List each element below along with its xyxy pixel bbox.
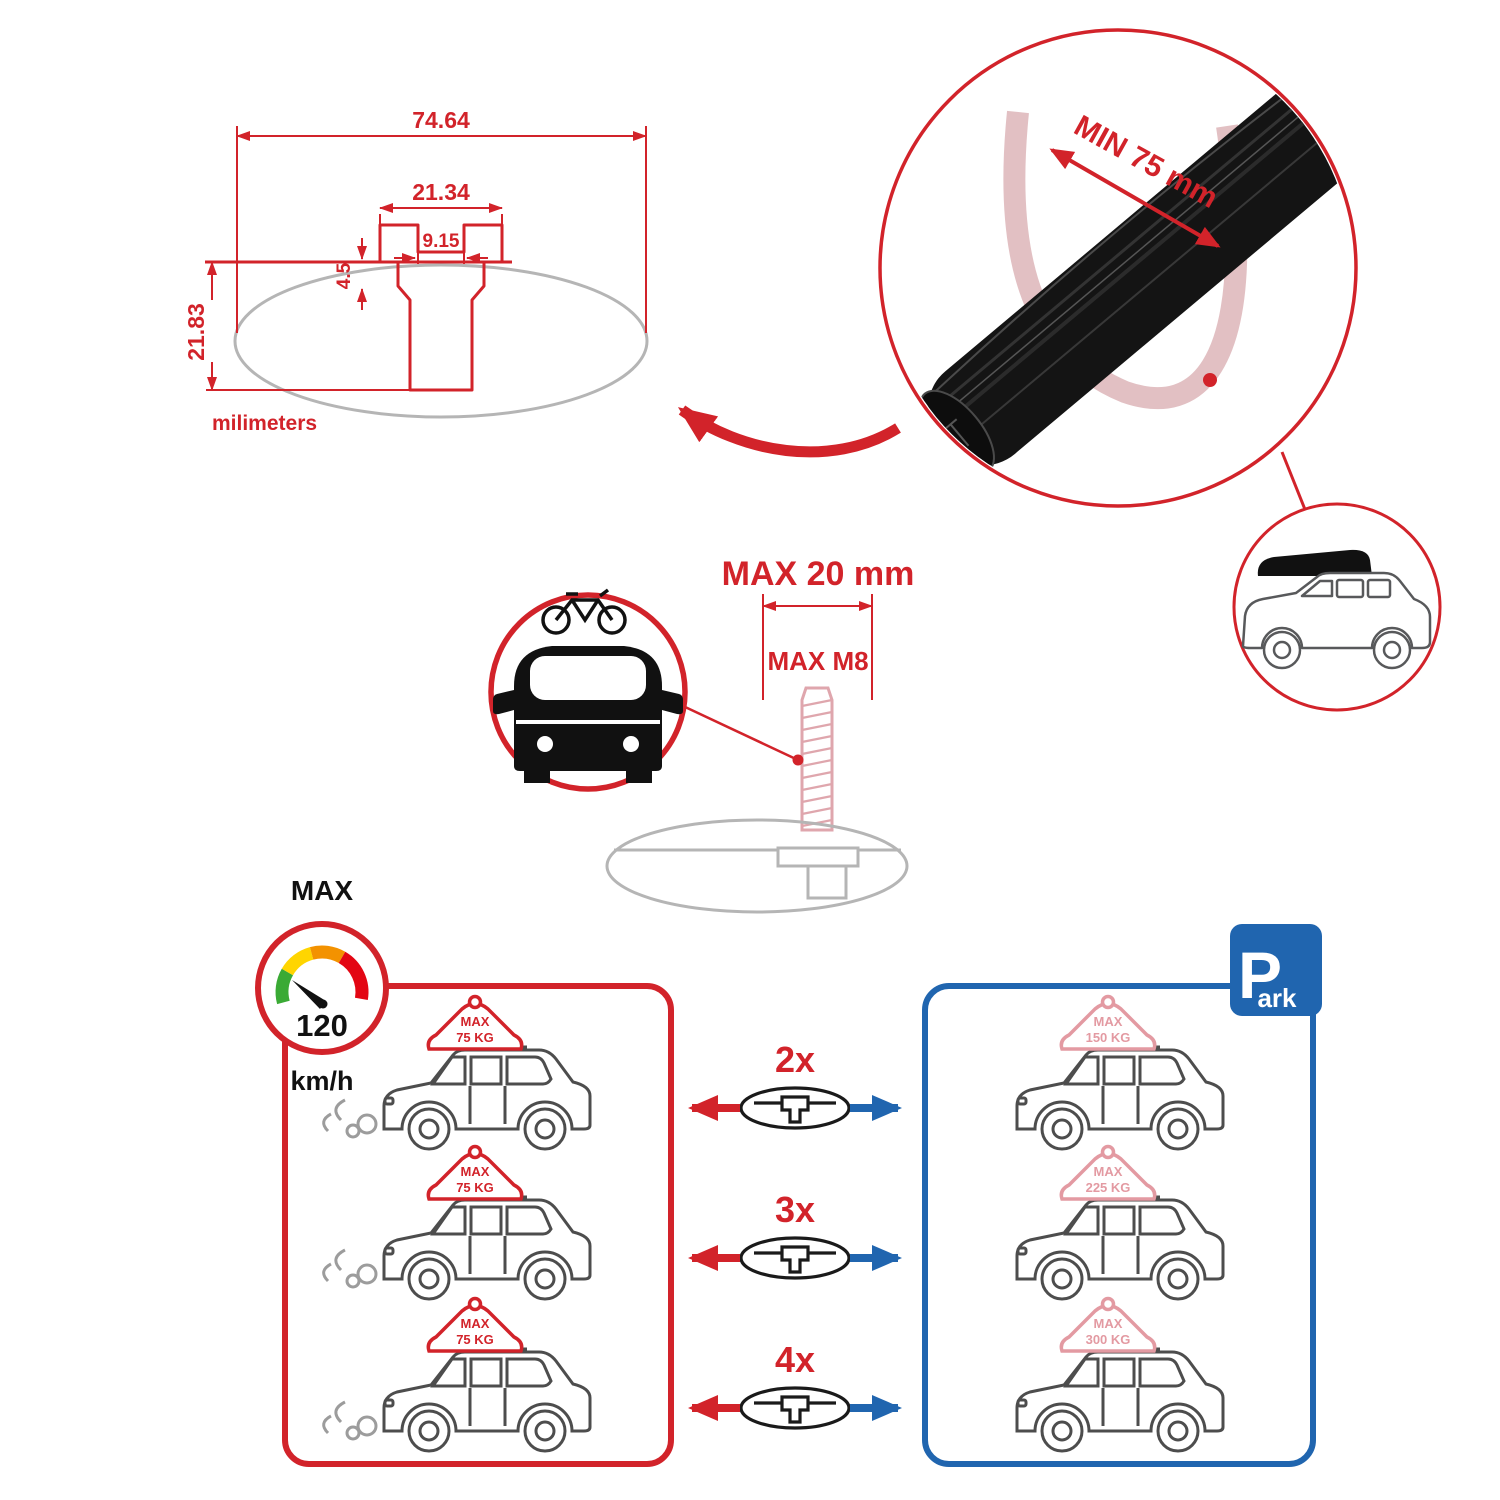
bolt-leader-line: [682, 704, 799, 762]
profile-oval-outline: [233, 263, 649, 419]
dim-channel-width: 21.34: [412, 179, 470, 205]
qty-label: 2x: [775, 1039, 815, 1080]
bag-max-label: MAX: [1094, 1316, 1123, 1331]
bag-max-label: MAX: [461, 1014, 490, 1029]
parked-cars: MAX 150 KG MAX 225 KG MAX 300 KG: [1015, 994, 1225, 1453]
bag-kg-label: 225 KG: [1086, 1180, 1131, 1195]
suv-side-icon: [382, 1347, 592, 1453]
park-sign-p: P: [1238, 938, 1282, 1012]
dim-total-width: 74.64: [412, 107, 470, 133]
max-thread-label: MAX M8: [767, 646, 868, 676]
dim-height: 21.83: [183, 303, 209, 361]
unit-label: milimeters: [212, 412, 317, 435]
dim-slot-depth: 4.5: [334, 262, 355, 289]
bar-section-icon: [739, 1086, 851, 1130]
motion-lines: [322, 1400, 378, 1441]
suv-side-icon: [1015, 1347, 1225, 1453]
qty-label: 3x: [775, 1189, 815, 1230]
bag-kg-label: 75 KG: [456, 1332, 494, 1347]
quantity-rows: 2x 3x 4x: [688, 1039, 902, 1430]
bag-max-label: MAX: [1094, 1164, 1123, 1179]
dim-slot-width: 9.15: [423, 231, 460, 252]
vehicle-front-badge: [488, 588, 688, 792]
max-width-label: MAX 20 mm: [722, 555, 915, 593]
suv-side-icon: [382, 1195, 592, 1301]
bolt-dimension-lines: [762, 594, 873, 700]
bag-kg-label: 150 KG: [1086, 1030, 1131, 1045]
speed-value: 120: [296, 1008, 348, 1043]
bar-section-icon: [739, 1386, 851, 1430]
dimension-lines: [206, 126, 647, 391]
parked-panel-border: [922, 983, 1316, 1467]
motion-lines: [322, 1098, 378, 1139]
min-span-arrow: [1049, 148, 1221, 248]
channel-base-ghost: [605, 818, 909, 914]
bag-kg-label: 300 KG: [1086, 1332, 1131, 1347]
driving-cars: MAX 75 KG MAX 75 KG MAX 75 KG: [322, 994, 592, 1453]
detail-leader-line: [1280, 451, 1310, 518]
bag-max-label: MAX: [461, 1164, 490, 1179]
park-sign-ark: ark: [1257, 983, 1297, 1013]
bar-section-icon: [739, 1236, 851, 1280]
gauge-arc: [275, 945, 369, 1005]
bag-kg-label: 75 KG: [456, 1030, 494, 1045]
roofbox-vehicle-badge: [1232, 502, 1442, 712]
clamp-point-dot: [1203, 373, 1217, 387]
suv-side-icon: [382, 1045, 592, 1151]
bolt-detail-section: MAX 20 mm MAX M8: [488, 555, 915, 914]
crossbar-3d-detail: MIN 75 mm: [878, 28, 1358, 508]
bag-max-label: MAX: [461, 1316, 490, 1331]
bolt-leader-dot: [792, 754, 804, 766]
park-sign: P ark: [1230, 924, 1322, 1016]
speed-circle-outline: [255, 921, 389, 1055]
gauge-needle: [292, 980, 326, 1009]
qty-label: 4x: [775, 1339, 815, 1380]
bag-max-label: MAX: [1094, 1014, 1123, 1029]
bolt-icon: [800, 686, 834, 832]
profile-red-outline: [205, 223, 512, 392]
bike-on-roof-icon: [541, 588, 627, 635]
speed-unit: km/h: [290, 1066, 353, 1096]
motion-lines: [322, 1248, 378, 1289]
gauge-pivot: [318, 999, 328, 1009]
crossbar-cross-section-drawing: 74.64 21.34 9.15 4.5 21.83 milimeters: [183, 107, 649, 435]
speed-max-label: MAX: [291, 875, 354, 906]
car-front-icon: [493, 646, 683, 783]
speed-limit-badge: MAX 120 km/h: [255, 875, 389, 1096]
suv-with-roofbox-icon: [1241, 549, 1432, 670]
suv-side-icon: [1015, 1195, 1225, 1301]
bag-kg-label: 75 KG: [456, 1180, 494, 1195]
driving-panel-border: [282, 983, 674, 1467]
suv-side-icon: [1015, 1045, 1225, 1151]
detail-to-drawing-arrow: [677, 405, 901, 458]
park-sign-plate: [1230, 924, 1322, 1016]
